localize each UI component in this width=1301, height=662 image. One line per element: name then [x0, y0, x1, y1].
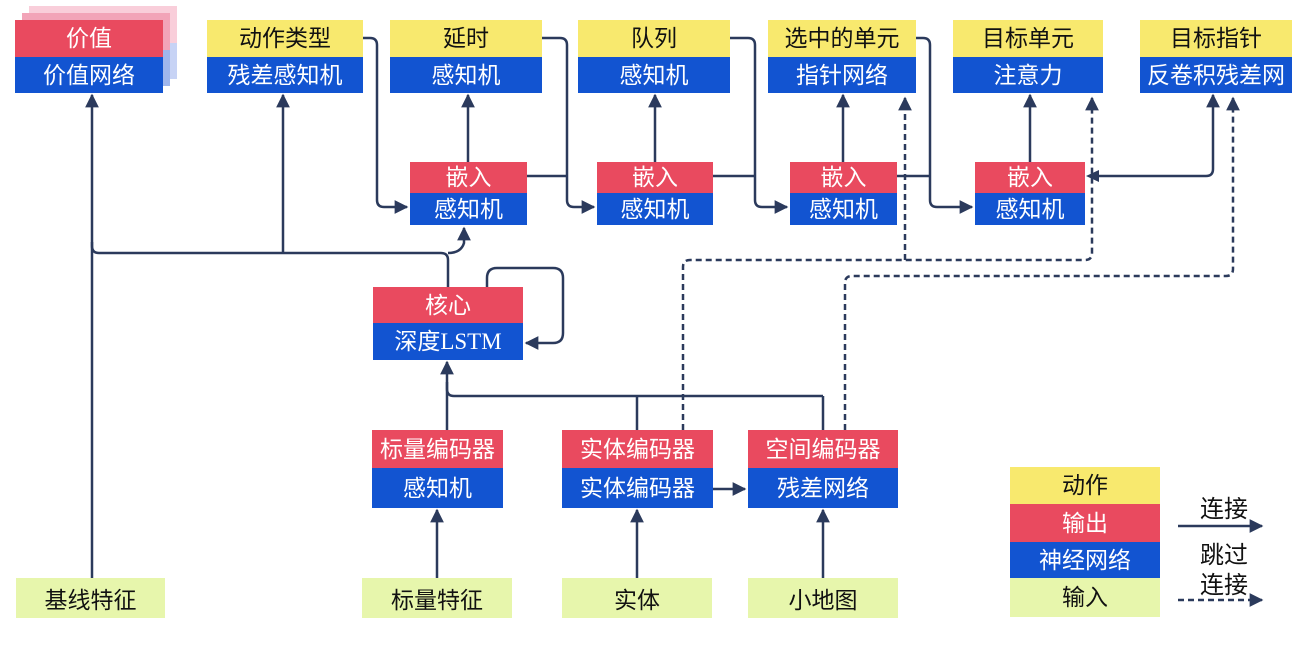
node-embed-2: 嵌入 感知机 — [597, 162, 713, 225]
wire-encoder-merge-horizontal — [445, 382, 823, 398]
node-embed-1-output-label: 嵌入 — [410, 162, 527, 193]
node-spatial-encoder: 空间编码器 残差网络 — [748, 430, 898, 508]
node-queue-action-label: 队列 — [578, 20, 730, 57]
node-delay-network-label: 感知机 — [390, 57, 542, 93]
node-embed-4-network-label: 感知机 — [975, 193, 1085, 225]
node-scalar-encoder-output-label: 标量编码器 — [372, 430, 503, 468]
node-entity-encoder: 实体编码器 实体编码器 — [562, 430, 713, 508]
node-action-type: 动作类型 残差感知机 — [207, 20, 363, 93]
input-baseline-features: 基线特征 — [16, 578, 165, 618]
node-queue-network-label: 感知机 — [578, 57, 730, 93]
legend-row-input: 输入 — [1010, 578, 1160, 617]
wire-core-top-branch — [90, 242, 450, 287]
input-minimap: 小地图 — [748, 578, 898, 618]
legend-dashed-label-line2: 连接 — [1200, 572, 1248, 599]
wire-skip-spatial — [843, 96, 1240, 430]
input-scalar-features: 标量特征 — [362, 578, 512, 618]
wire-embed4-target-pointer — [1097, 93, 1220, 178]
node-selected-units-network-label: 指针网络 — [768, 57, 916, 93]
node-scalar-encoder-network-label: 感知机 — [372, 468, 503, 508]
node-delay: 延时 感知机 — [390, 20, 542, 93]
node-entity-encoder-output-label: 实体编码器 — [562, 430, 713, 468]
node-target-pointer: 目标指针 反卷积残差网 — [1140, 20, 1292, 93]
node-target-unit-action-label: 目标单元 — [953, 20, 1103, 57]
node-scalar-encoder: 标量编码器 感知机 — [372, 430, 503, 508]
node-embed-4: 嵌入 感知机 — [975, 162, 1085, 225]
node-core-network-label: 深度LSTM — [373, 323, 523, 360]
wire-core-to-embed1 — [447, 226, 471, 255]
node-embed-3-network-label: 感知机 — [790, 193, 897, 225]
input-entities: 实体 — [562, 578, 712, 618]
node-action-type-network-label: 残差感知机 — [207, 57, 363, 93]
legend-row-network: 神经网络 — [1010, 542, 1160, 578]
legend-row-action: 动作 — [1010, 467, 1160, 504]
node-spatial-encoder-network-label: 残差网络 — [748, 468, 898, 508]
wire-embed4-left-arrowhead — [1086, 170, 1099, 182]
node-embed-1: 嵌入 感知机 — [410, 162, 527, 225]
node-core-output-label: 核心 — [373, 287, 523, 323]
node-embed-3: 嵌入 感知机 — [790, 162, 897, 225]
node-spatial-encoder-output-label: 空间编码器 — [748, 430, 898, 468]
node-selected-units-action-label: 选中的单元 — [768, 20, 916, 57]
node-value: 价值 价值网络 — [15, 20, 163, 93]
node-action-type-action-label: 动作类型 — [207, 20, 363, 57]
node-embed-1-network-label: 感知机 — [410, 193, 527, 225]
node-embed-3-output-label: 嵌入 — [790, 162, 897, 193]
node-target-unit: 目标单元 注意力 — [953, 20, 1103, 93]
node-embed-2-output-label: 嵌入 — [597, 162, 713, 193]
node-target-pointer-action-label: 目标指针 — [1140, 20, 1292, 57]
node-core: 核心 深度LSTM — [373, 287, 523, 360]
node-embed-4-output-label: 嵌入 — [975, 162, 1085, 193]
legend-row-output: 输出 — [1010, 504, 1160, 542]
legend-dashed-label-line1: 跳过 — [1200, 542, 1248, 569]
node-queue: 队列 感知机 — [578, 20, 730, 93]
legend-solid-label: 连接 — [1200, 496, 1248, 523]
legend-color-key: 动作 输出 神经网络 输入 — [1010, 467, 1160, 617]
node-value-output-label: 价值 — [15, 20, 163, 57]
node-embed-2-network-label: 感知机 — [597, 193, 713, 225]
node-target-unit-network-label: 注意力 — [953, 57, 1103, 93]
node-delay-action-label: 延时 — [390, 20, 542, 57]
wire-skip-entity — [681, 96, 1099, 430]
node-value-network-label: 价值网络 — [15, 57, 163, 93]
node-target-pointer-network-label: 反卷积残差网 — [1140, 57, 1292, 93]
node-entity-encoder-network-label: 实体编码器 — [562, 468, 713, 508]
node-selected-units: 选中的单元 指针网络 — [768, 20, 916, 93]
